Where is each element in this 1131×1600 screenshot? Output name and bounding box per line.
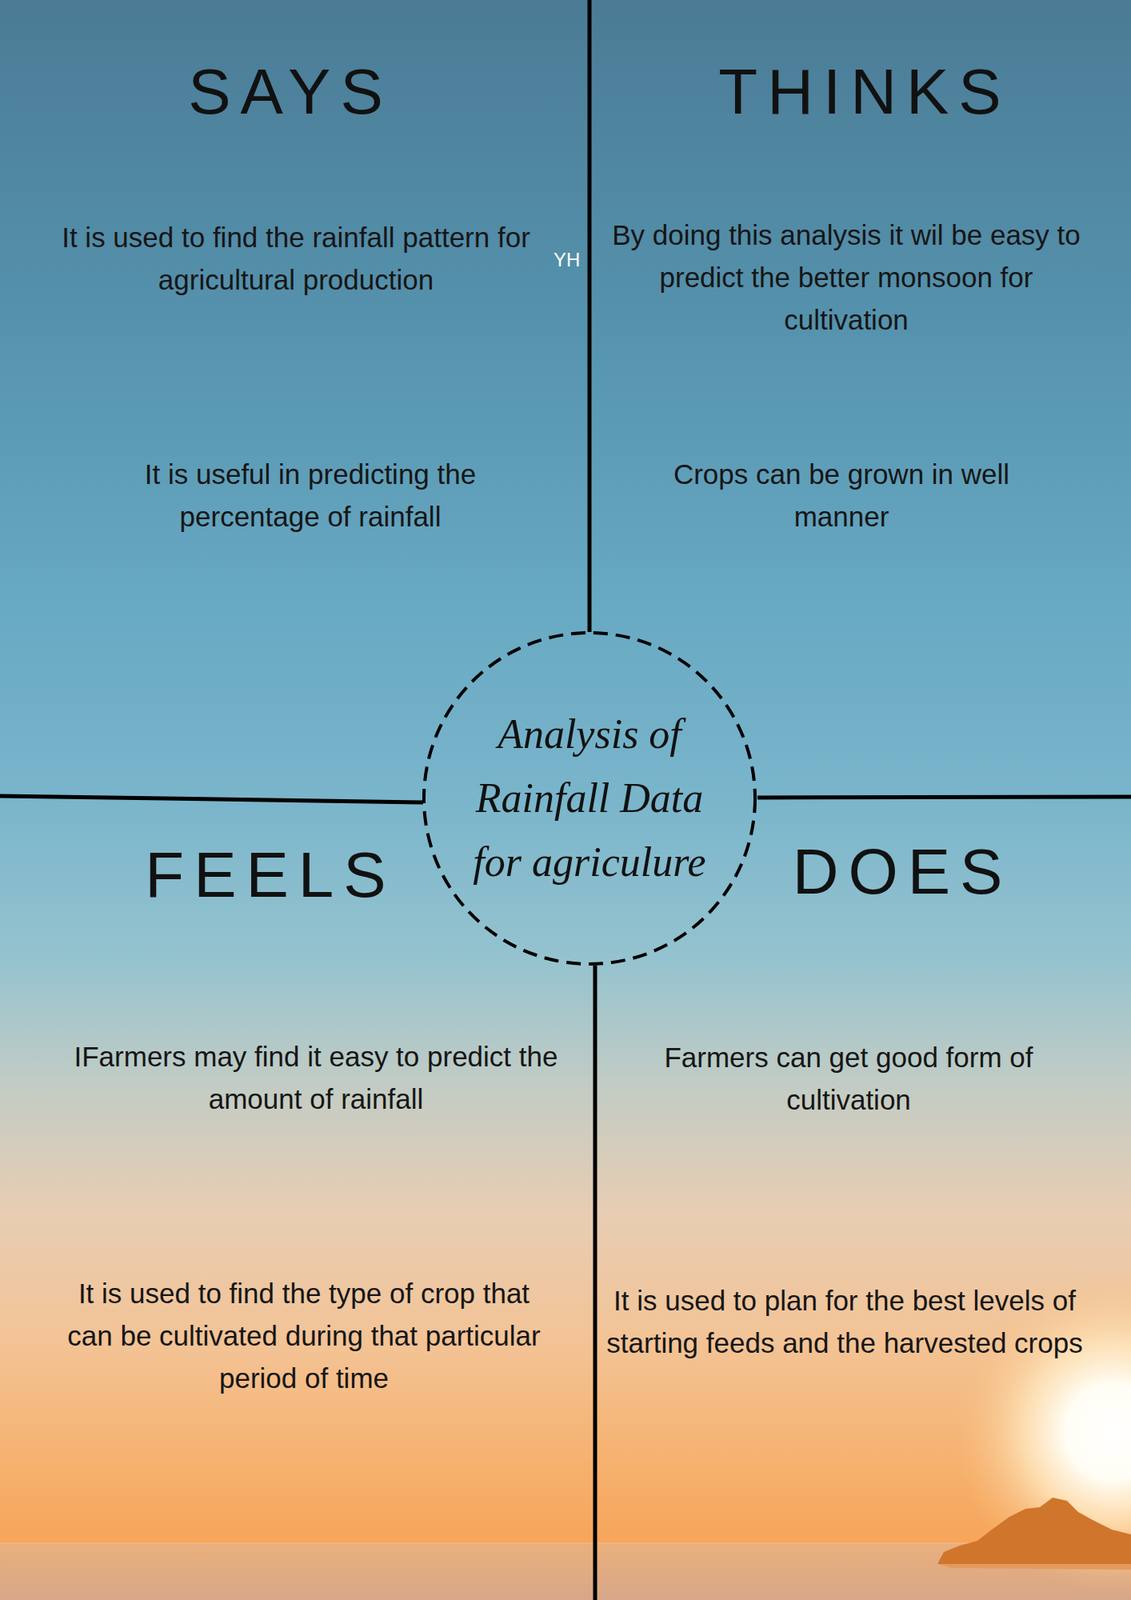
center-title: Analysis of Rainfall Data for agriculure (449, 702, 730, 895)
quadrant-heading: FEELS (105, 843, 426, 908)
empathy-quadrant: DOES Farmers can get good form of cultiva… (589, 797, 1131, 1600)
empathy-quadrant: FEELS IFarmers may find it easy to predic… (0, 797, 590, 1600)
quadrant-heading: THINKS (635, 59, 1084, 124)
empathy-quadrant: SAYS It is used to find the rainfall patt… (0, 0, 590, 798)
divider-line (0, 795, 424, 803)
rock-reflection (937, 1563, 1131, 1570)
rock-island (937, 1497, 1131, 1564)
quadrant-heading: SAYS (77, 59, 494, 124)
divider-line (593, 965, 598, 1600)
horizon (0, 1542, 1131, 1544)
dashed-circle (423, 632, 756, 964)
divider-line (587, 0, 592, 632)
empathy-quadrant: THINKS By doing this analysis it wil be e… (589, 0, 1131, 798)
divider-line (757, 796, 1131, 798)
quadrant-note: IFarmers may find it easy to predict the… (51, 1035, 580, 1120)
quadrant-note: It is used to find the rainfall pattern … (39, 215, 552, 301)
quadrant-note: By doing this analysis it wil be easy to… (602, 213, 1091, 341)
quadrant-note: Farmers can get good form of cultivation (632, 1035, 1065, 1121)
watermark-initials: YH (553, 248, 580, 272)
center-circle: Analysis of Rainfall Data for agriculure (421, 630, 758, 967)
quadrant-note: It is useful in predicting the percentag… (86, 452, 535, 538)
quadrant-heading: DOES (729, 839, 1066, 904)
quadrant-note: It is used to find the type of crop that… (55, 1271, 552, 1399)
quadrant-note: Crops can be grown in well manner (633, 452, 1050, 538)
quadrant-note: It is used to plan for the best levels o… (604, 1278, 1085, 1364)
